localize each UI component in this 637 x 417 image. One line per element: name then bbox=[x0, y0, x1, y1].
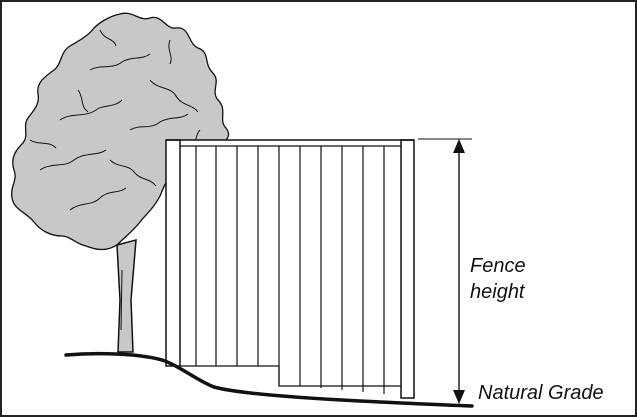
natural-grade-label: Natural Grade bbox=[478, 382, 604, 404]
fence-left-post bbox=[165, 139, 181, 367]
fence bbox=[165, 139, 415, 399]
fence-height-line1: Fence bbox=[470, 255, 526, 277]
tree-canopy bbox=[11, 12, 230, 251]
fence-height-line2: height bbox=[470, 281, 525, 303]
fence-boards bbox=[195, 146, 385, 394]
fence-bottom-step bbox=[180, 365, 401, 387]
tree-trunk bbox=[116, 239, 137, 353]
tree-icon bbox=[11, 12, 230, 353]
natural-grade-line bbox=[64, 351, 474, 408]
fence-height-label: Fence height bbox=[470, 253, 526, 305]
double-arrow-icon bbox=[418, 138, 472, 404]
fence-right-post bbox=[400, 139, 415, 399]
